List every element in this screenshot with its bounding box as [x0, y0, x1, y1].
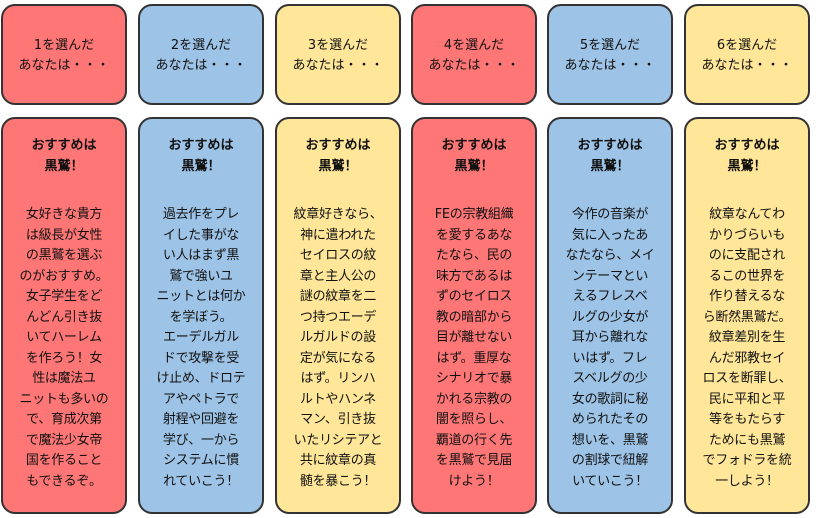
question-box-3: 3を選んだ あなたは・・・ [275, 4, 401, 105]
question-label: 5を選んだ あなたは・・・ [564, 38, 656, 73]
result-box-5: おすすめは 黒鷲！ 今作の音楽が 気に入ったあ なたなら、メイ ンテーマとい え… [547, 117, 673, 514]
recommendation-text: 過去作をプレ イした事がな い人はまず黒 鷲で強いユ ニットとは何か を学ぼう。… [156, 207, 246, 489]
recommendation-heading: おすすめは 黒鷲！ [714, 138, 780, 174]
question-box-4: 4を選んだ あなたは・・・ [411, 4, 537, 105]
recommendation-heading: おすすめは 黒鷲！ [305, 138, 371, 174]
result-box-1: おすすめは 黒鷲！ 女好きな貴方 は級長が女性 の黒鷲を選ぶ のがおすすめ。 女… [1, 117, 127, 514]
question-box-5: 5を選んだ あなたは・・・ [547, 4, 673, 105]
result-box-6: おすすめは 黒鷲！ 紋章なんてわ かりづらいも のに支配され るこの世界を 作り… [684, 117, 810, 514]
question-label: 6を選んだ あなたは・・・ [701, 38, 793, 73]
result-box-2: おすすめは 黒鷲！ 過去作をプレ イした事がな い人はまず黒 鷲で強いユ ニット… [138, 117, 264, 514]
result-box-4: おすすめは 黒鷲！ FEの宗教組織 を愛するあな たなら、民の 味方であるは ず… [411, 117, 537, 514]
question-label: 1を選んだ あなたは・・・ [18, 38, 110, 73]
recommendation-heading: おすすめは 黒鷲！ [577, 138, 643, 174]
question-label: 4を選んだ あなたは・・・ [428, 38, 520, 73]
recommendation-heading: おすすめは 黒鷲！ [441, 138, 507, 174]
question-box-1: 1を選んだ あなたは・・・ [1, 4, 127, 105]
question-label: 3を選んだ あなたは・・・ [292, 38, 384, 73]
result-box-3: おすすめは 黒鷲！ 紋章好きなら、 神に遣われた セイロスの紋 章と主人公の 謎… [275, 117, 401, 514]
recommendation-text: 紋章なんてわ かりづらいも のに支配され るこの世界を 作り替えるな ら断然黒鷲… [702, 207, 792, 489]
recommendation-text: 紋章好きなら、 神に遣われた セイロスの紋 章と主人公の 謎の紋章を二 つ持つエ… [293, 207, 383, 489]
recommendation-heading: おすすめは 黒鷲！ [168, 138, 234, 174]
recommendation-text: 今作の音楽が 気に入ったあ なたなら、メイ ンテーマとい えるフレスベ ルグの少… [565, 207, 655, 489]
recommendation-text: FEの宗教組織 を愛するあな たなら、民の 味方であるは ずのセイロス 教の暗部… [434, 207, 514, 489]
question-label: 2を選んだ あなたは・・・ [155, 38, 247, 73]
question-box-6: 6を選んだ あなたは・・・ [684, 4, 810, 105]
recommendation-text: 女好きな貴方 は級長が女性 の黒鷲を選ぶ のがおすすめ。 女子学生をど んどん引… [19, 207, 109, 489]
recommendation-heading: おすすめは 黒鷲！ [31, 138, 97, 174]
question-box-2: 2を選んだ あなたは・・・ [138, 4, 264, 105]
